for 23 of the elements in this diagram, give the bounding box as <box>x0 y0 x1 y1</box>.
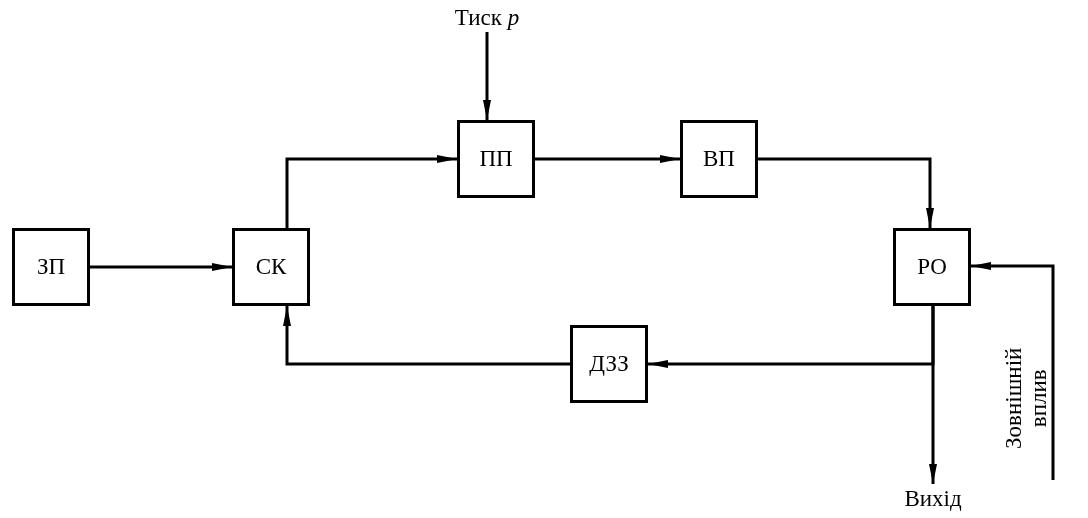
box-label: ВП <box>703 146 735 172</box>
box-label: ЗП <box>36 254 66 280</box>
arrow <box>929 306 937 484</box>
signal-label: Тиск p <box>454 5 520 31</box>
process-box <box>570 325 648 403</box>
signal-label: Зовнішній вплив <box>1001 347 1052 449</box>
arrow <box>285 155 457 228</box>
box-label: ДЗЗ <box>589 351 629 377</box>
process-box <box>893 228 971 306</box>
process-box <box>680 120 758 198</box>
process-box <box>457 120 535 198</box>
box-label: СК <box>255 254 287 280</box>
arrow <box>758 157 934 228</box>
box-label: ПП <box>479 146 513 172</box>
arrow <box>535 155 680 163</box>
arrow <box>90 263 232 271</box>
box-label: РО <box>917 254 947 280</box>
arrow <box>971 262 1055 480</box>
arrow <box>483 32 491 120</box>
process-box <box>232 228 310 306</box>
signal-label: Вихід <box>904 486 962 512</box>
arrow <box>283 306 570 366</box>
process-box <box>12 228 90 306</box>
